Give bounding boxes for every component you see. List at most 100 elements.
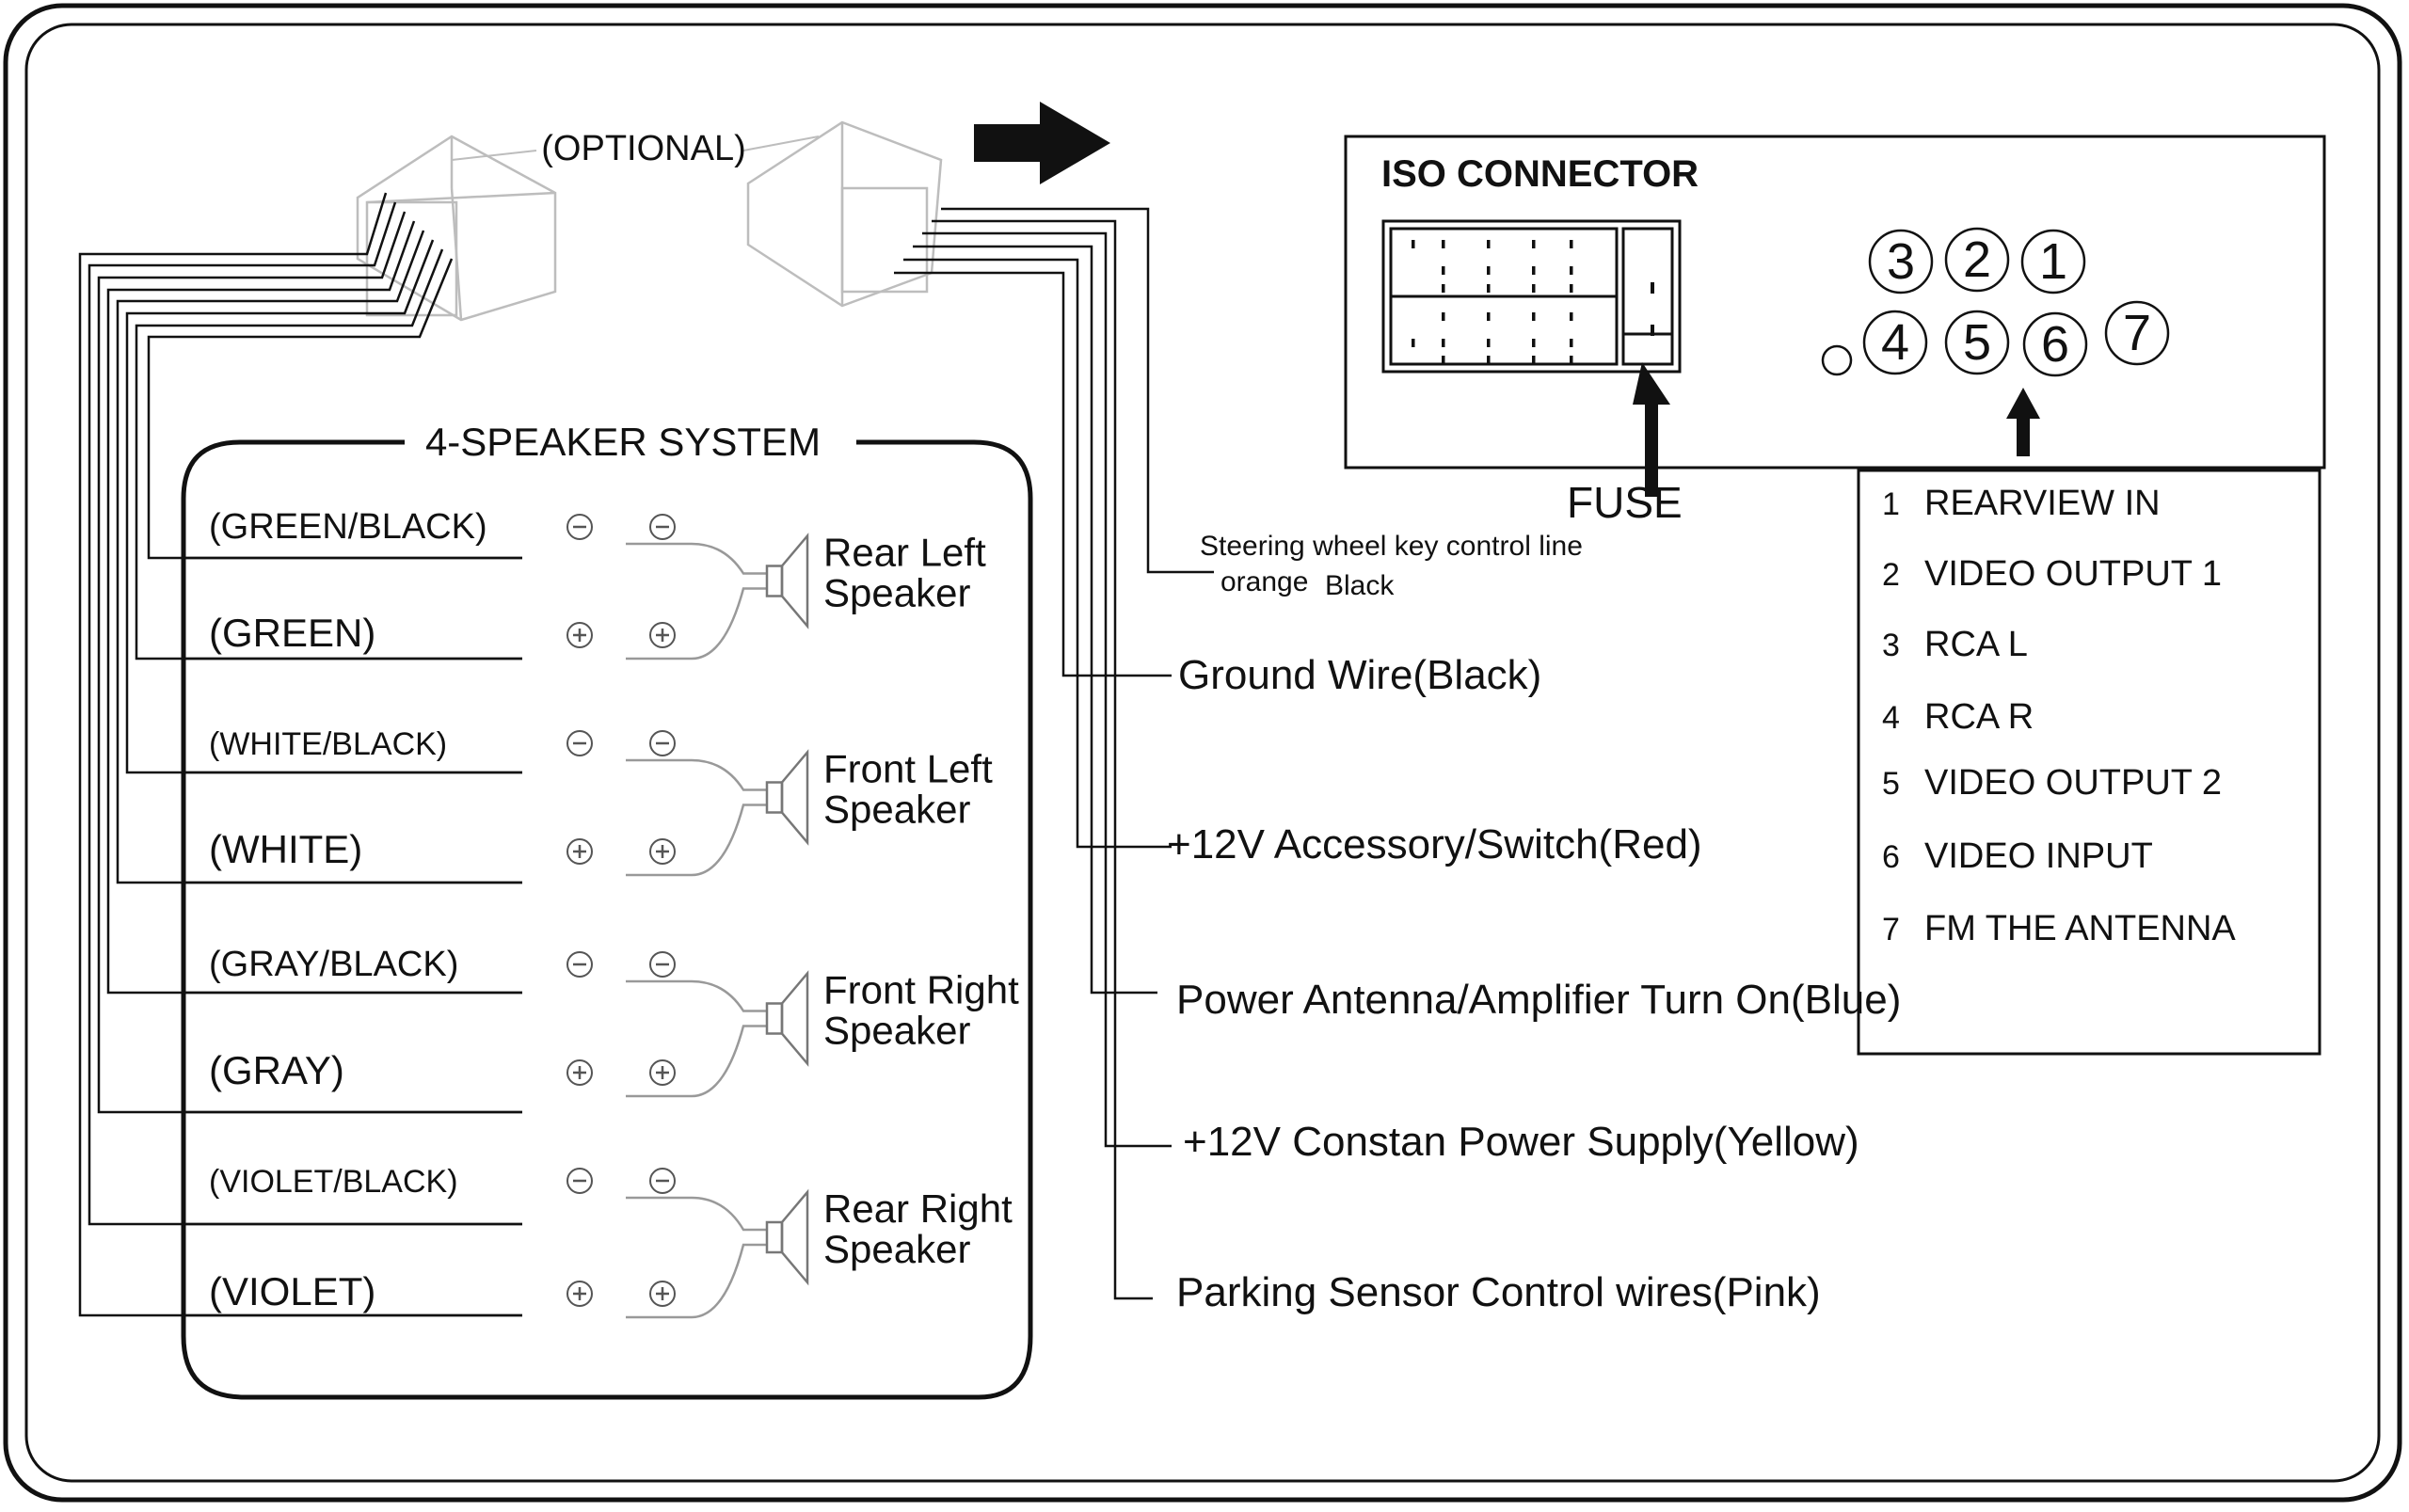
plug-pin xyxy=(1532,266,1536,275)
plug-pin xyxy=(1570,339,1573,347)
plug-pin xyxy=(1570,356,1573,364)
pin-number: 2 xyxy=(1963,231,1991,288)
pin-number: 4 xyxy=(1881,314,1909,371)
optional-label: (OPTIONAL) xyxy=(541,129,745,168)
plus-terminal-icon xyxy=(566,838,593,865)
plug-pin xyxy=(1442,284,1445,293)
plug-pin xyxy=(1442,356,1445,364)
plug-pin xyxy=(1487,284,1491,293)
power-antenna-wire-label: Power Antenna/Amplifier Turn On(Blue) xyxy=(1176,977,1901,1023)
speaker-label-line1: Front Right xyxy=(823,968,1019,1012)
plug-pin xyxy=(1487,356,1491,364)
wire-label-negative: (WHITE/BLACK) xyxy=(209,726,447,762)
plug-pin xyxy=(1487,339,1491,347)
wire-label-positive: (VIOLET) xyxy=(209,1269,375,1313)
pin-circle xyxy=(2020,229,2086,294)
constant-power-wire-label: +12V Constan Power Supply(Yellow) xyxy=(1183,1119,1859,1165)
speaker-lead-positive xyxy=(626,1025,767,1098)
plug-pin xyxy=(1570,284,1573,293)
pin-legend-panel xyxy=(1857,469,2321,1056)
plug-pin xyxy=(1570,312,1573,321)
plug-pin xyxy=(1442,240,1445,248)
speaker-label-line1: Front Left xyxy=(823,747,993,791)
right-wire-bundle xyxy=(894,207,1214,1300)
wire-label-negative: (GRAY/BLACK) xyxy=(209,945,458,984)
pin-number: 6 xyxy=(2041,316,2069,373)
ground-wire-label: Ground Wire(Black) xyxy=(1178,652,1541,698)
plug-pin xyxy=(1532,240,1536,248)
pin-legend-number: 2 xyxy=(1882,557,1900,593)
pin-circle xyxy=(1862,310,1928,375)
wire-label-negative: (GREEN/BLACK) xyxy=(209,507,487,547)
fuse-label: FUSE xyxy=(1567,478,1683,527)
speaker-lead-negative xyxy=(626,1196,767,1232)
minus-terminal-icon xyxy=(649,730,676,756)
pin-circle xyxy=(1944,227,2010,293)
speaker-label-line1: Rear Left xyxy=(823,531,986,575)
steering-label-line2a: orange xyxy=(1220,566,1308,597)
pin-legend-text: VIDEO OUTPUT 1 xyxy=(1924,554,2222,594)
plus-terminal-icon xyxy=(566,1059,593,1086)
pin-legend-number: 5 xyxy=(1882,766,1900,802)
speaker-icon xyxy=(780,1188,809,1286)
pin-circle xyxy=(1944,310,2010,375)
plug-pin xyxy=(1570,266,1573,275)
speaker-icon xyxy=(780,533,809,629)
minus-terminal-icon xyxy=(649,1168,676,1194)
pin-legend-text: REARVIEW IN xyxy=(1924,484,2161,523)
iso-connector-plug xyxy=(1381,219,1682,374)
pin-number: 5 xyxy=(1963,314,1991,371)
pin-legend-text: VIDEO INPUT xyxy=(1924,836,2153,876)
speaker-system-box xyxy=(181,439,1033,1400)
minus-terminal-icon xyxy=(566,951,593,978)
speaker-lead-negative xyxy=(626,542,767,575)
iso-connector-panel xyxy=(1344,135,2326,470)
optional-connector-right xyxy=(746,120,943,308)
pin-number: 3 xyxy=(1887,233,1915,290)
pin-number: 7 xyxy=(2123,305,2151,361)
speaker-icon xyxy=(780,749,809,846)
plus-terminal-icon xyxy=(566,1281,593,1307)
speaker-label-line2: Speaker xyxy=(823,1227,970,1271)
speaker-lead-positive xyxy=(626,587,767,661)
speaker-icon-body xyxy=(765,781,784,814)
outer-frame xyxy=(3,3,2402,1503)
plug-pin xyxy=(1412,240,1415,248)
speaker-icon-body xyxy=(765,1220,784,1254)
pin-hole-icon xyxy=(1821,344,1853,376)
pin-legend-number: 3 xyxy=(1882,628,1900,663)
plug-pin xyxy=(1532,356,1536,364)
speaker-lead-positive xyxy=(626,804,767,877)
plug-pin xyxy=(1651,282,1654,294)
plug-pins xyxy=(1412,240,1654,364)
speaker-icon xyxy=(780,970,809,1067)
steering-label-line2b: Black xyxy=(1325,570,1395,601)
pin-legend-text: FM THE ANTENNA xyxy=(1924,909,2236,948)
pin6-arrow-icon xyxy=(2006,388,2040,456)
steering-label-line1: Steering wheel key control line xyxy=(1200,531,1583,562)
pin-legend-text: RCA L xyxy=(1924,625,2028,664)
minus-terminal-icon xyxy=(566,1168,593,1194)
plug-pin xyxy=(1532,312,1536,321)
wire-label-positive: (GREEN) xyxy=(209,611,375,655)
plus-terminal-icon xyxy=(649,1059,676,1086)
minus-terminal-icon xyxy=(566,514,593,540)
plug-pin xyxy=(1487,240,1491,248)
pin-legend-number: 7 xyxy=(1882,912,1900,947)
minus-terminal-icon xyxy=(566,730,593,756)
plug-pin xyxy=(1532,284,1536,293)
accessory-wire-label: +12V Accessory/Switch(Red) xyxy=(1167,821,1702,867)
iso-connector-title: ISO CONNECTOR xyxy=(1381,153,1699,195)
inner-frame xyxy=(24,23,2381,1483)
parking-sensor-wire-label: Parking Sensor Control wires(Pink) xyxy=(1176,1269,1821,1315)
plug-pin xyxy=(1487,266,1491,275)
minus-terminal-icon xyxy=(649,951,676,978)
plug-pin xyxy=(1442,339,1445,347)
pin-circle xyxy=(2104,300,2170,366)
